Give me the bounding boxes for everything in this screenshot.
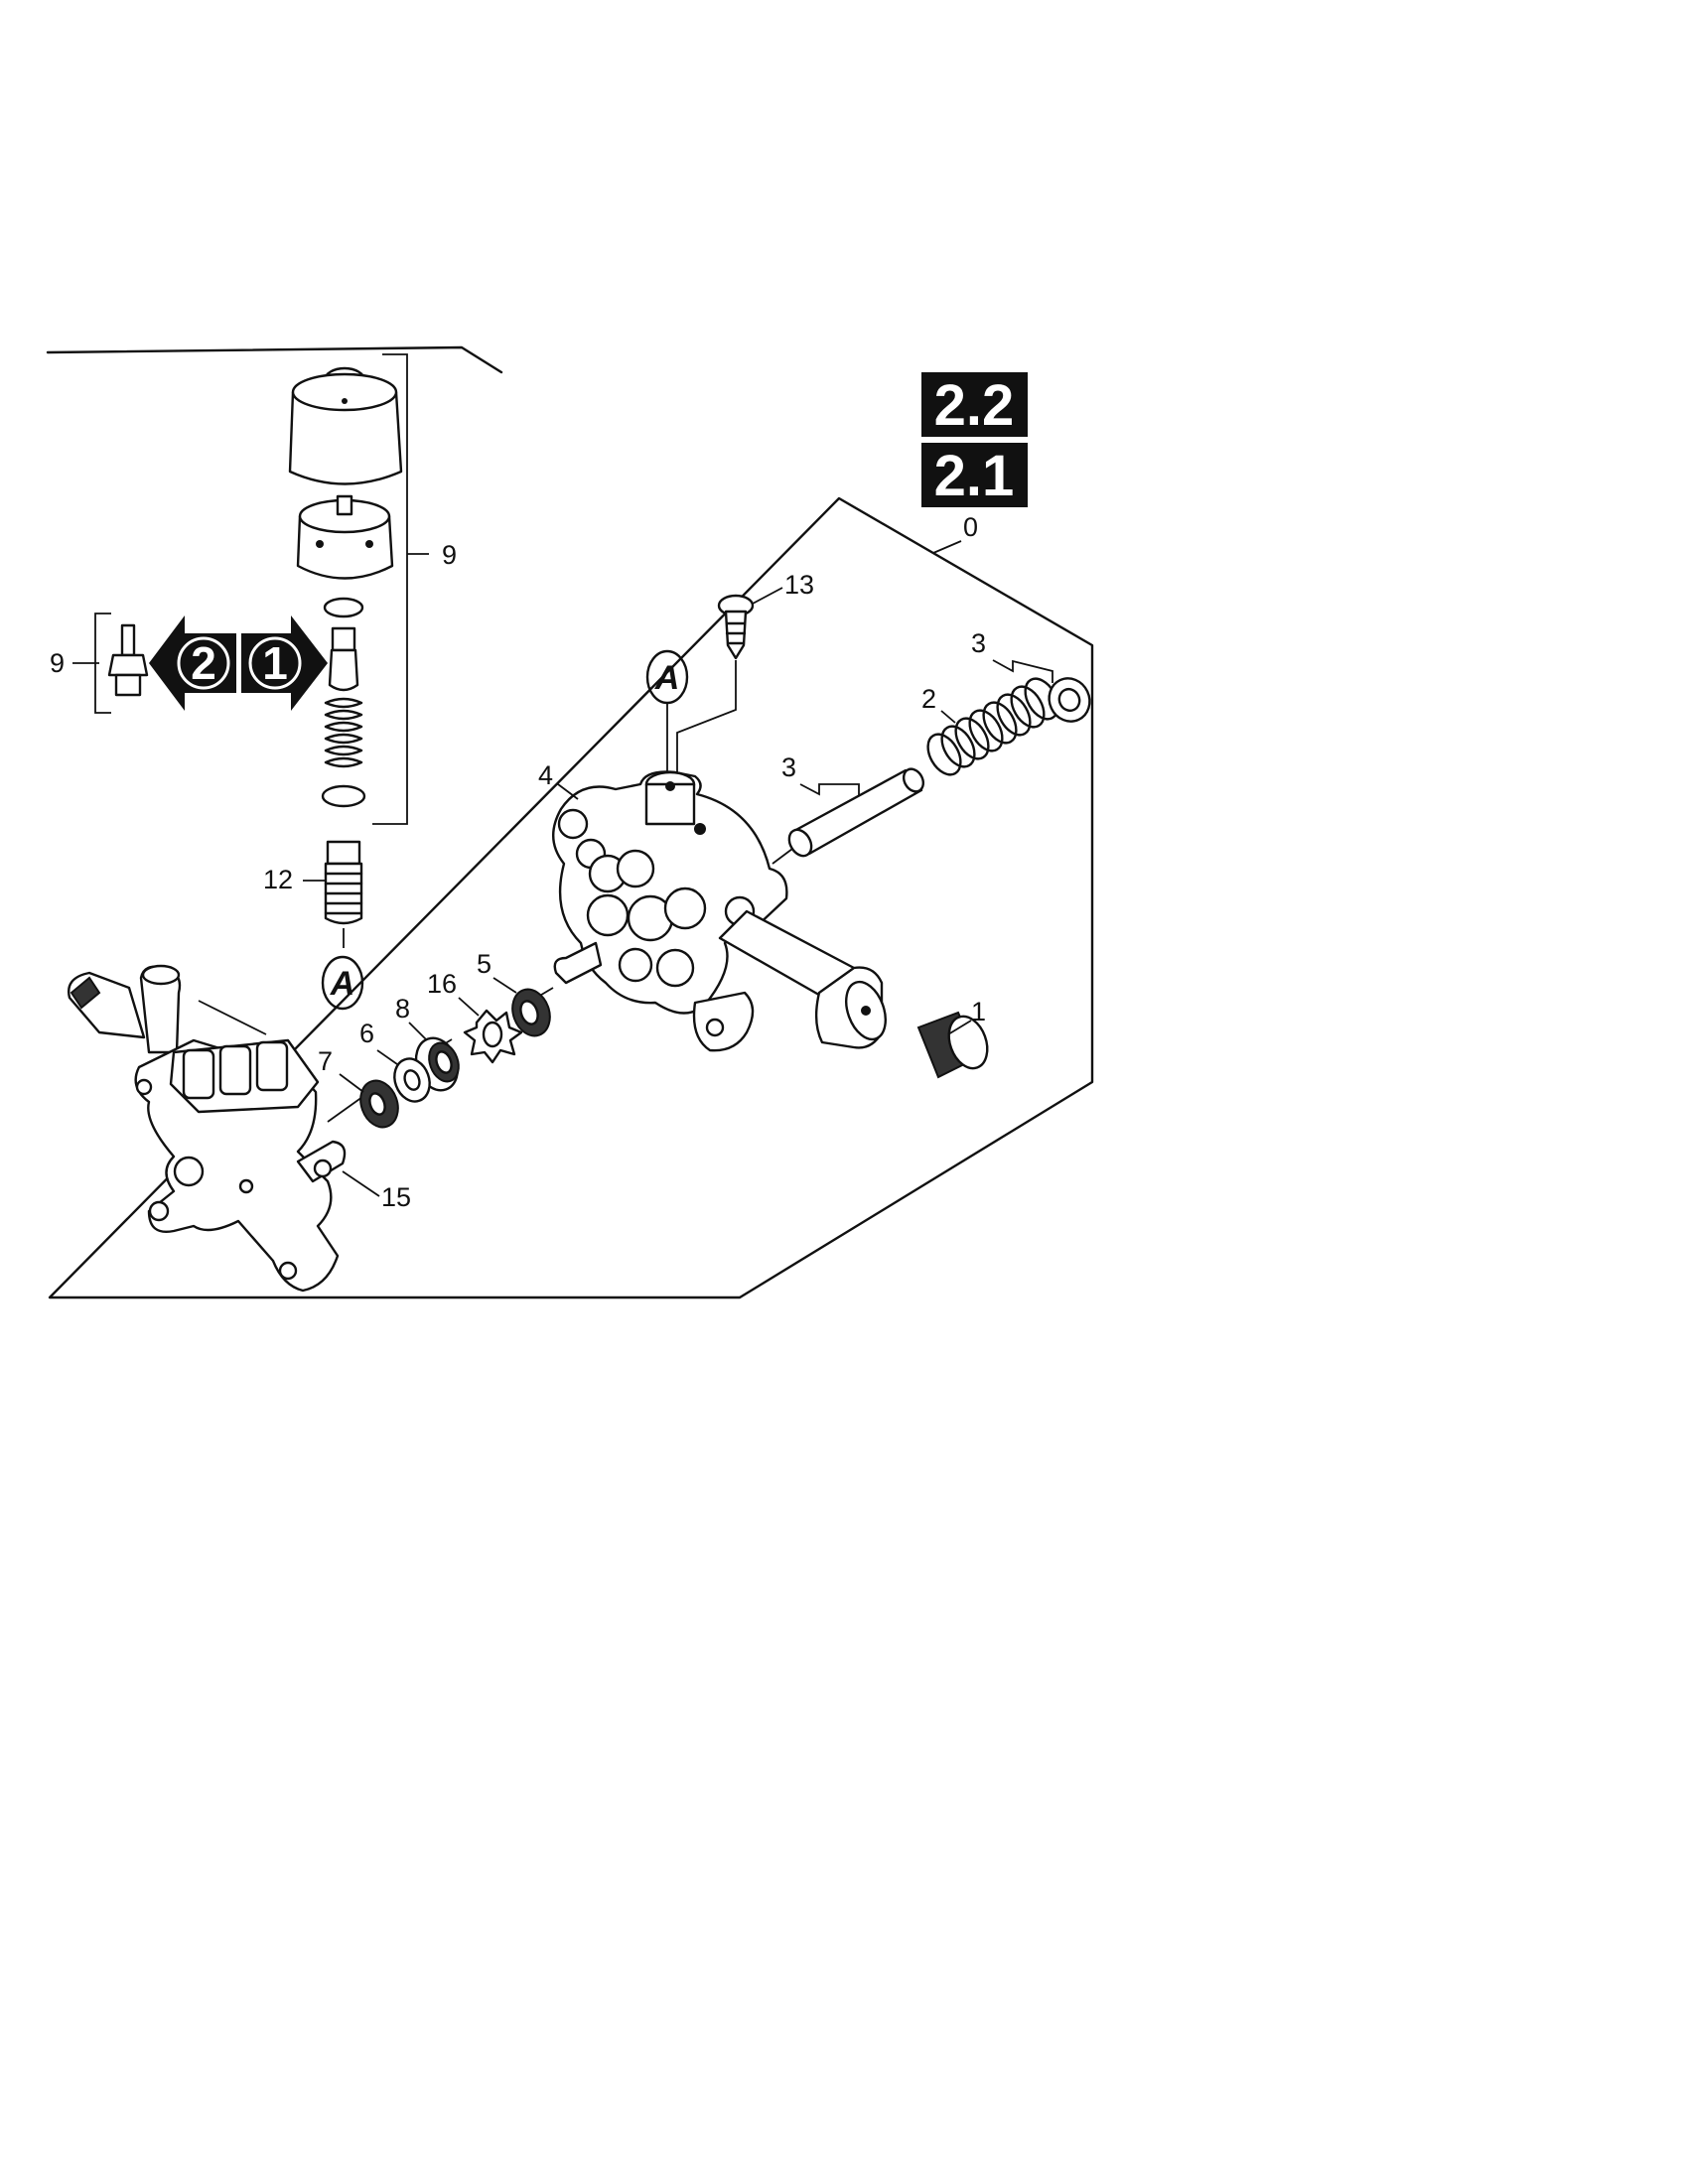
callout-3-piston: 3: [781, 752, 796, 782]
badge-2-1: 2.1: [921, 443, 1028, 508]
part-1-strainer: [916, 1011, 989, 1079]
callout-1: 1: [971, 997, 986, 1026]
part-3-piston: [787, 767, 925, 858]
part-5-seal: [511, 988, 551, 1037]
badge-2-2: 2.2: [921, 372, 1028, 438]
part-6-washer: [393, 1057, 431, 1103]
valve-piston: [328, 626, 359, 692]
part-4-pump-head: [552, 770, 856, 1052]
unloader-body: [296, 494, 394, 580]
callout-8: 8: [395, 994, 410, 1024]
callout-13: 13: [784, 570, 814, 600]
connector-a-lower: A: [321, 955, 364, 1011]
unloader-cap: [288, 366, 403, 485]
callout-16: 16: [427, 969, 457, 999]
part-9-valve: [107, 623, 149, 697]
callout-4: 4: [538, 760, 553, 790]
o-ring-upper: [323, 597, 364, 618]
svg-text:2: 2: [191, 637, 216, 689]
svg-text:A: A: [654, 659, 680, 697]
connector-a-upper: A: [645, 649, 689, 705]
part-15-manifold: [68, 964, 347, 1293]
group-9-bracket: [372, 353, 408, 825]
callout-12: 12: [263, 865, 293, 894]
step-1-arrow-icon: 1: [241, 615, 328, 711]
part-12-valve-seat: [324, 840, 363, 925]
part-2-spring: [926, 677, 1059, 776]
callout-9-group: 9: [442, 540, 457, 570]
inlet-fitting: [814, 966, 887, 1049]
callout-5: 5: [477, 949, 491, 979]
callout-15: 15: [381, 1182, 411, 1212]
valve-spring: [324, 697, 363, 768]
step-2-arrow-icon: 2: [149, 615, 236, 711]
callout-3-washer: 3: [971, 628, 986, 658]
o-ring-lower: [321, 784, 366, 808]
callout-0: 0: [963, 512, 978, 542]
svg-text:A: A: [330, 965, 355, 1003]
callout-7: 7: [318, 1046, 333, 1076]
part-13-screw: [717, 594, 755, 660]
callout-9-small: 9: [50, 648, 65, 678]
svg-text:2.1: 2.1: [934, 444, 1015, 508]
part-16-retainer: [463, 1009, 523, 1064]
part-7-seal: [359, 1079, 399, 1129]
callout-6: 6: [359, 1019, 374, 1048]
svg-text:1: 1: [262, 637, 288, 689]
callout-2: 2: [921, 684, 936, 714]
part-3-washer: [1048, 677, 1091, 723]
svg-text:2.2: 2.2: [934, 373, 1015, 438]
